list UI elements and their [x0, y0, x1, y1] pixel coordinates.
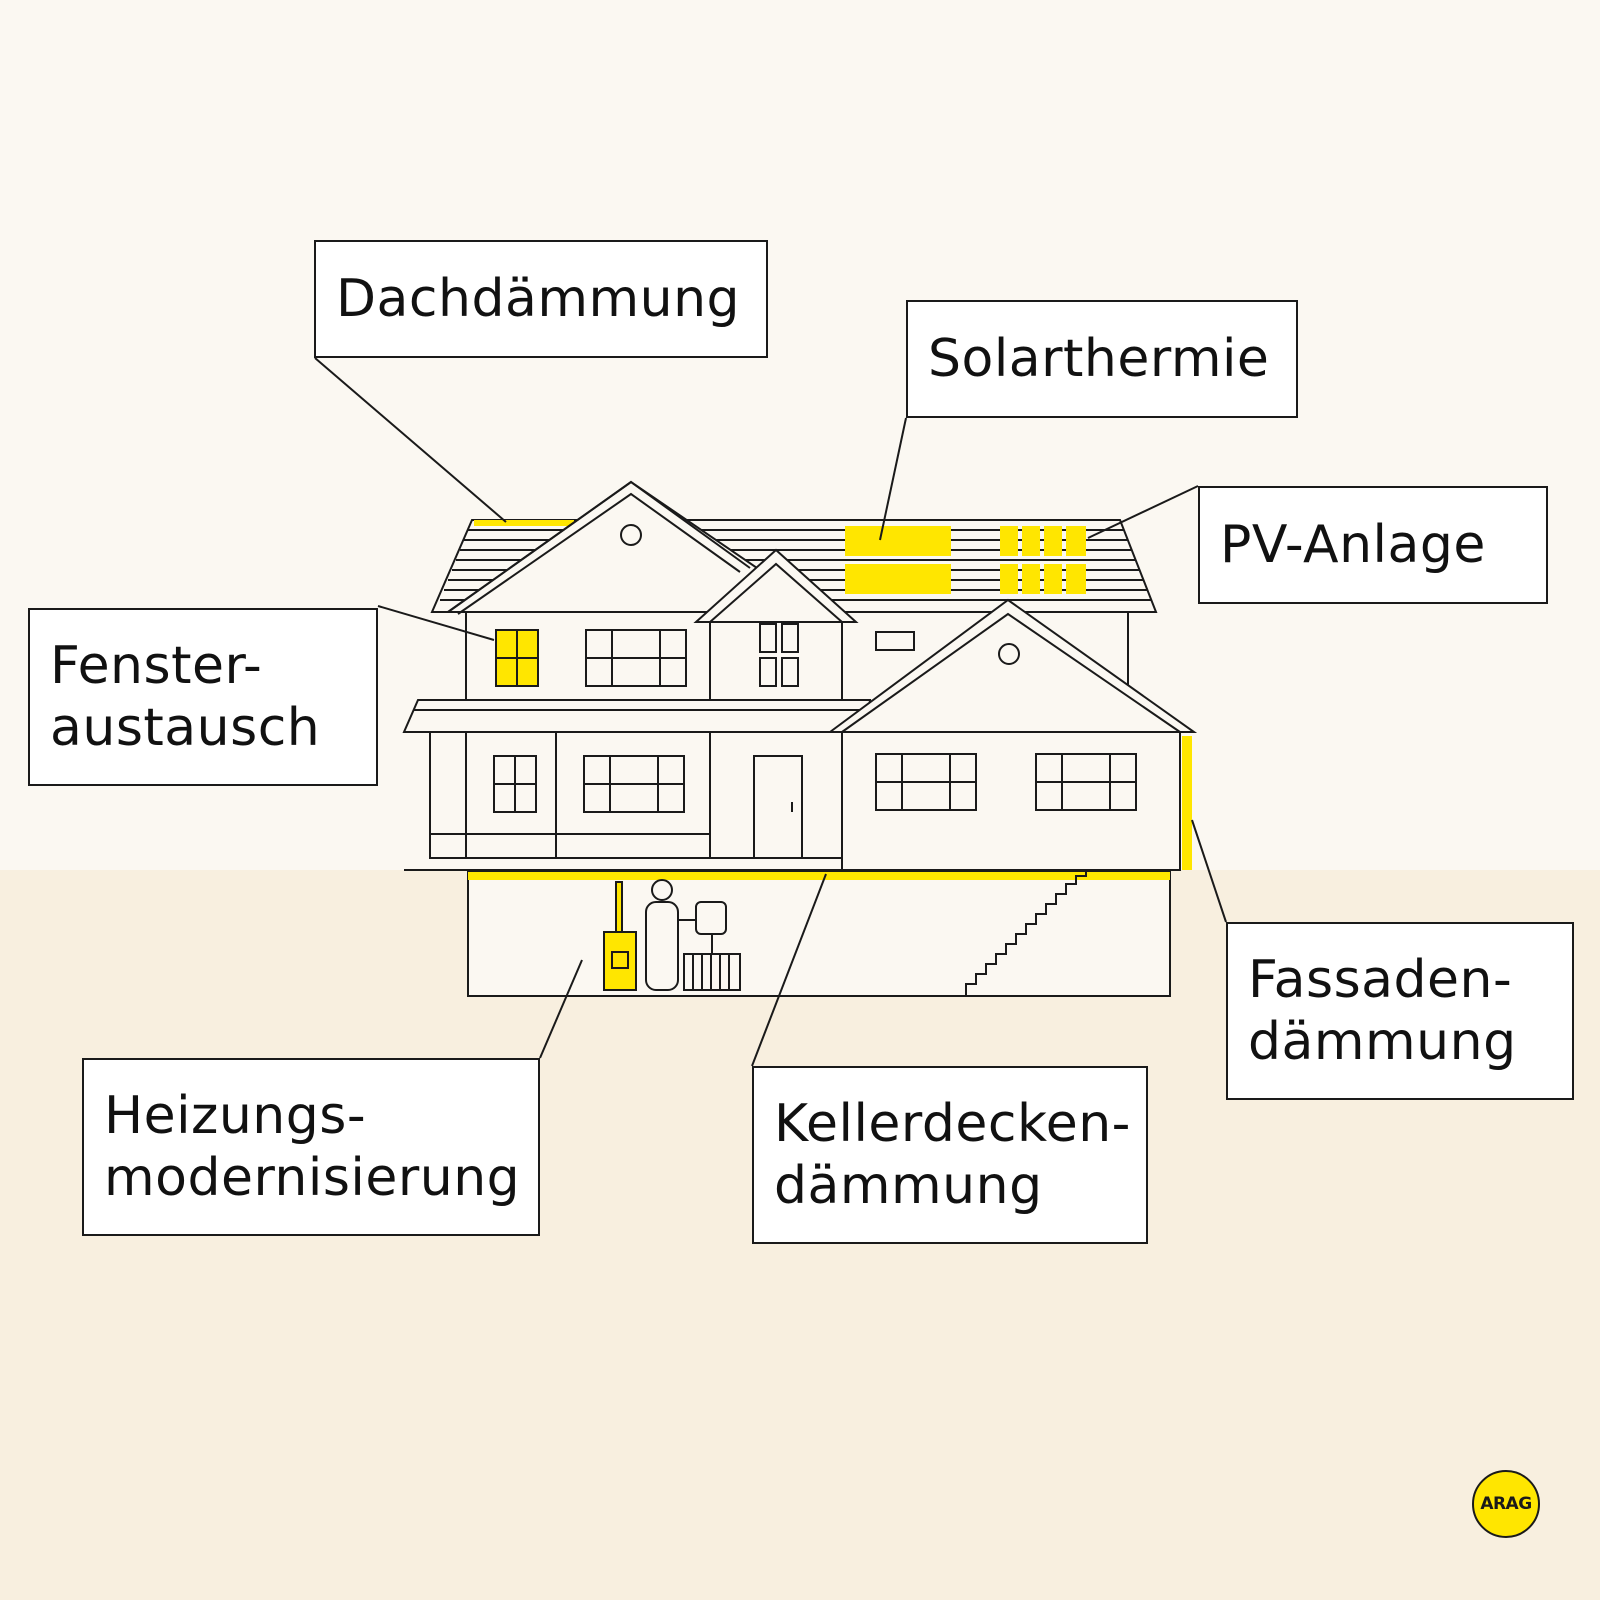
label-pv-anlage: PV-Anlage [1198, 486, 1548, 604]
leader-lines [314, 357, 1227, 1067]
roof-insulation-highlight [474, 520, 574, 526]
label-kellerdeckendaemmung-line1: Kellerdecken- [774, 1094, 1131, 1154]
arag-logo-text: ARAG [1480, 1494, 1532, 1514]
solar-thermal-panels [845, 526, 951, 594]
right-gable-windows [875, 753, 1137, 811]
label-dachdaemmung-text: Dachdämmung [336, 269, 741, 329]
upper-window-left [585, 629, 687, 687]
label-dachdaemmung: Dachdämmung [314, 240, 768, 358]
arag-logo: ARAG [1472, 1470, 1540, 1538]
label-fenstertausch-line2: austausch [50, 698, 321, 758]
replaced-window [495, 629, 539, 687]
pv-panels [1000, 526, 1086, 594]
ground-windows-left [493, 755, 685, 813]
facade-insulation-highlight [1182, 736, 1192, 870]
label-fassadendaemmung-line1: Fassaden- [1248, 950, 1513, 1010]
vent-window [875, 631, 915, 651]
label-solarthermie: Solarthermie [906, 300, 1298, 418]
label-kellerdeckendaemmung-line2: dämmung [774, 1156, 1043, 1216]
front-door [753, 755, 803, 859]
heating-system [603, 879, 741, 991]
label-pv-anlage-text: PV-Anlage [1220, 515, 1486, 575]
label-fassadendaemmung: Fassaden- dämmung [1226, 922, 1574, 1100]
basement-ceiling-insulation-highlight [468, 872, 1170, 880]
basement-stairs [965, 872, 1087, 996]
label-solarthermie-text: Solarthermie [928, 329, 1270, 389]
label-fassadendaemmung-line2: dämmung [1248, 1012, 1517, 1072]
porch [402, 699, 872, 859]
middle-gable-windows [759, 623, 799, 687]
label-heizungsmodernisierung-line1: Heizungs- [104, 1086, 367, 1146]
label-fenstertausch-line1: Fenster- [50, 636, 263, 696]
label-heizungsmodernisierung-line2: modernisierung [104, 1148, 521, 1208]
label-heizungsmodernisierung: Heizungs- modernisierung [82, 1058, 540, 1236]
label-fenstertausch: Fenster- austausch [28, 608, 378, 786]
label-kellerdeckendaemmung: Kellerdecken- dämmung [752, 1066, 1148, 1244]
